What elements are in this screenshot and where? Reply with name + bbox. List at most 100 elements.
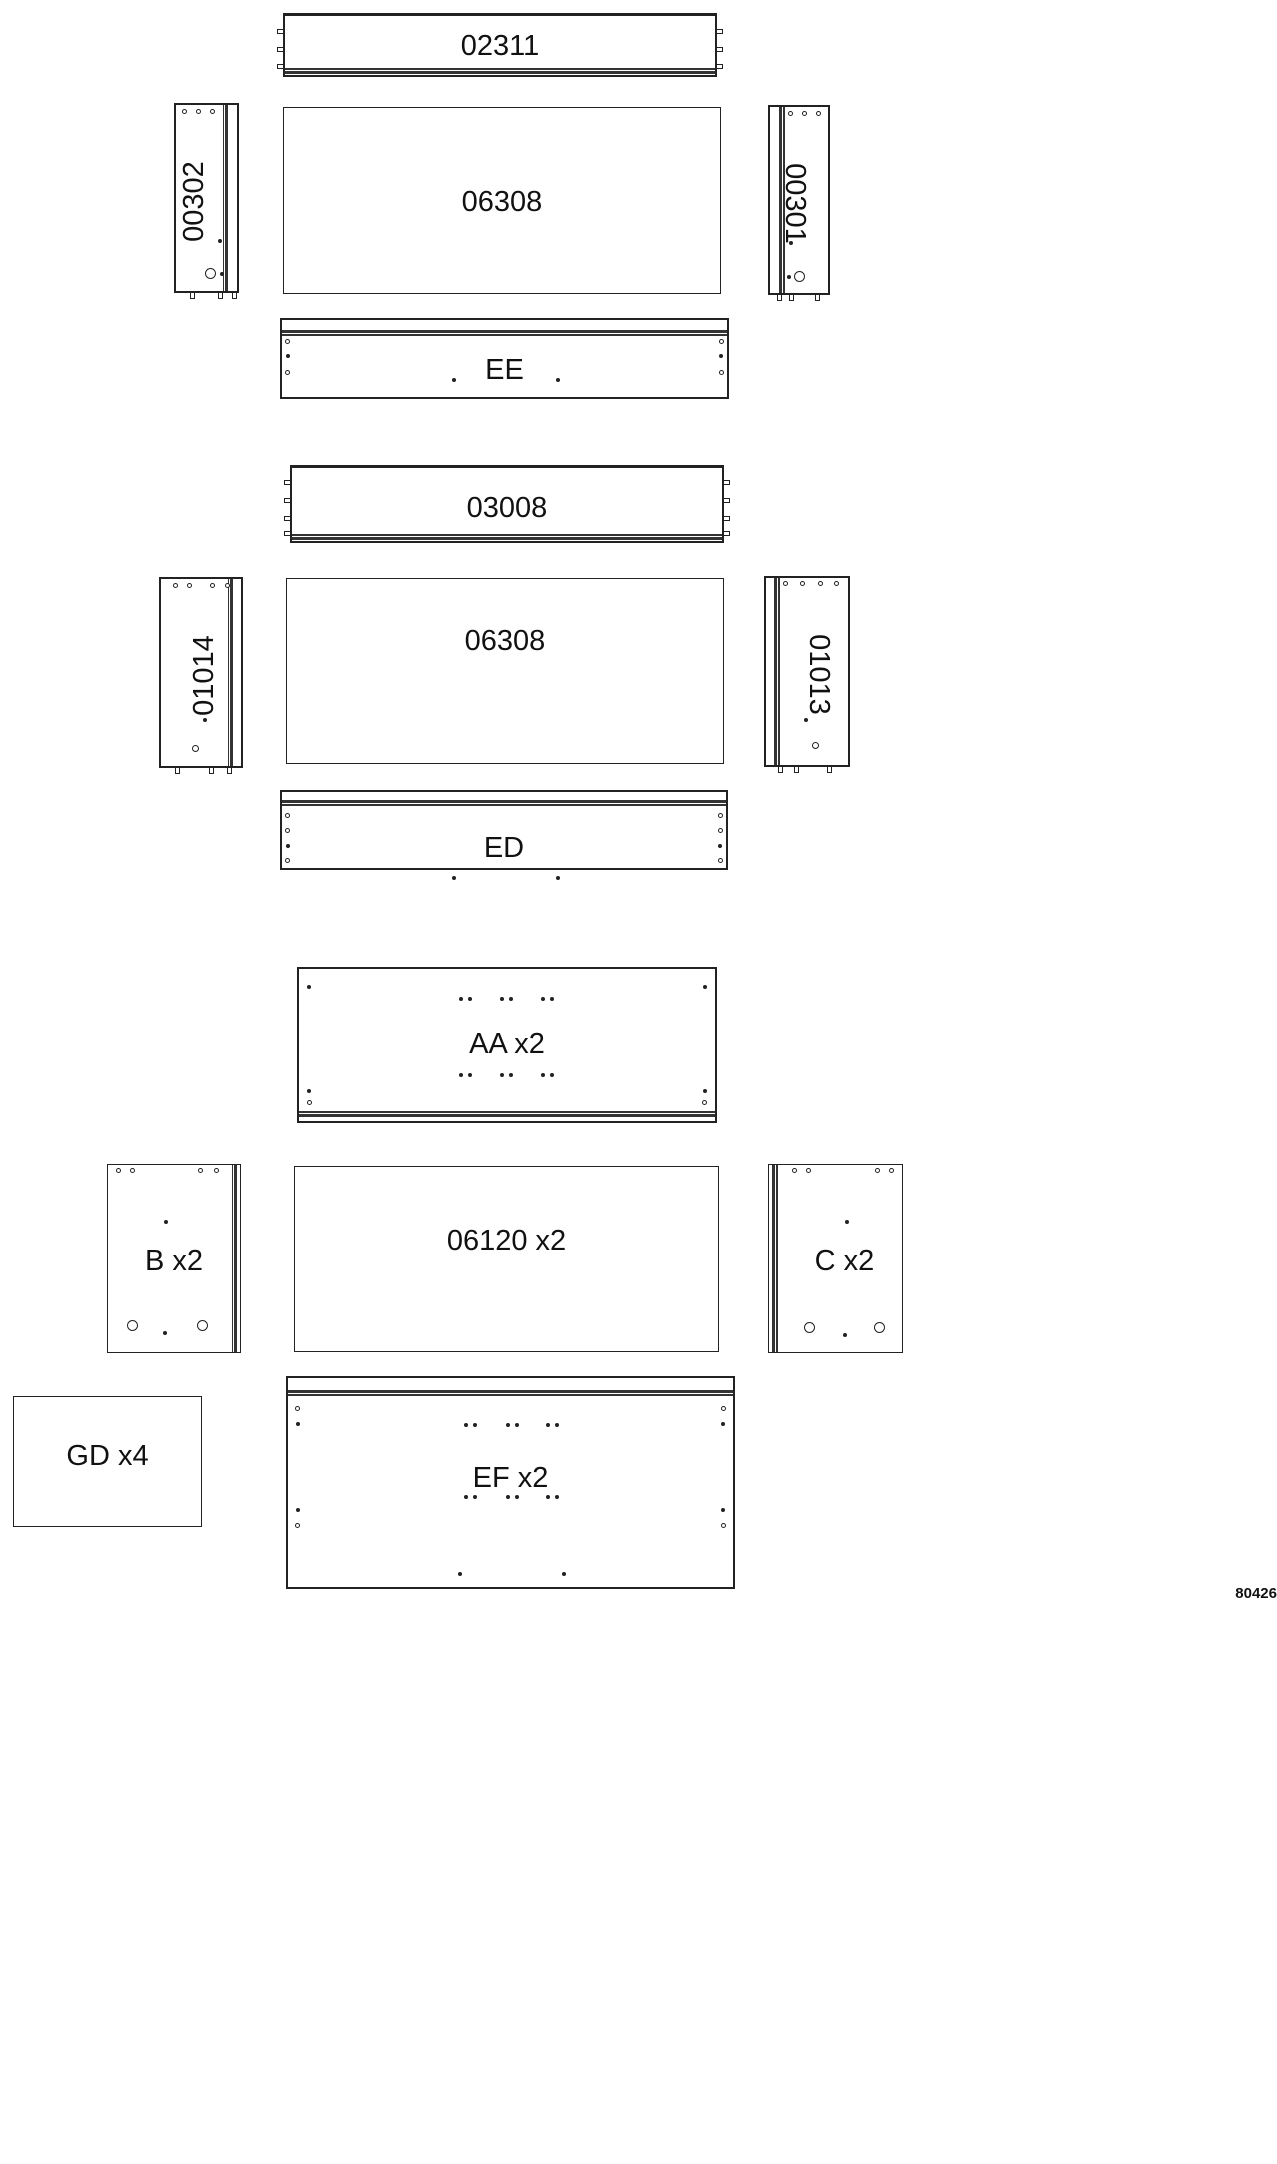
hole bbox=[210, 109, 215, 114]
tab bbox=[232, 292, 237, 299]
hole-dot bbox=[220, 272, 224, 276]
tab bbox=[277, 47, 284, 52]
tab bbox=[723, 480, 730, 485]
hole-dot bbox=[843, 1333, 847, 1337]
hole bbox=[173, 583, 178, 588]
tab bbox=[815, 294, 820, 301]
tab bbox=[227, 767, 232, 774]
hole-dot bbox=[719, 354, 723, 358]
part-label: 01014 bbox=[187, 635, 220, 716]
hole-dot bbox=[789, 241, 793, 245]
hole bbox=[214, 1168, 219, 1173]
hole-dot bbox=[509, 1073, 513, 1077]
hole-dot bbox=[468, 1073, 472, 1077]
part-label: B x2 bbox=[144, 1245, 204, 1277]
rail-line bbox=[234, 1165, 237, 1352]
large-hole bbox=[205, 268, 216, 279]
hole-dot bbox=[703, 985, 707, 989]
hole bbox=[889, 1168, 894, 1173]
large-hole bbox=[804, 1322, 815, 1333]
hole bbox=[806, 1168, 811, 1173]
part-EE: EE bbox=[280, 318, 729, 399]
hole-dot bbox=[203, 718, 207, 722]
hole bbox=[818, 581, 823, 586]
large-hole bbox=[794, 271, 805, 282]
tab bbox=[716, 47, 723, 52]
hole-dot bbox=[459, 1073, 463, 1077]
hole-dot bbox=[506, 1495, 510, 1499]
hole bbox=[307, 1100, 312, 1105]
hole-dot bbox=[452, 876, 456, 880]
tab bbox=[284, 531, 291, 536]
tab bbox=[277, 64, 284, 69]
hole-dot bbox=[286, 354, 290, 358]
hole-dot bbox=[464, 1495, 468, 1499]
hole-dot bbox=[296, 1508, 300, 1512]
rail-line bbox=[285, 71, 715, 74]
rail-line bbox=[231, 1165, 233, 1352]
part-label: 06120 x2 bbox=[446, 1225, 567, 1257]
hole-dot bbox=[307, 985, 311, 989]
hole-dot bbox=[718, 844, 722, 848]
rail-line bbox=[225, 105, 228, 291]
rail-line bbox=[774, 578, 777, 765]
tab bbox=[794, 766, 799, 773]
hole bbox=[196, 109, 201, 114]
hole-dot bbox=[473, 1423, 477, 1427]
large-hole bbox=[127, 1320, 138, 1331]
hole-dot bbox=[500, 1073, 504, 1077]
hole-dot bbox=[787, 275, 791, 279]
rail-line bbox=[282, 330, 727, 333]
part-01013: 01013 bbox=[764, 576, 850, 773]
tab bbox=[209, 767, 214, 774]
hole bbox=[783, 581, 788, 586]
part-06120: 06120 x2 bbox=[294, 1166, 719, 1352]
hole-dot bbox=[506, 1423, 510, 1427]
hole-dot bbox=[218, 239, 222, 243]
hole bbox=[285, 858, 290, 863]
hole-dot bbox=[500, 997, 504, 1001]
part-01014: 01014 bbox=[159, 577, 243, 774]
hole bbox=[718, 813, 723, 818]
tab bbox=[778, 766, 783, 773]
hole-dot bbox=[164, 1220, 168, 1224]
part-label: 06308 bbox=[461, 186, 543, 218]
part-06308-top: 06308 bbox=[283, 107, 721, 294]
hole-dot bbox=[562, 1572, 566, 1576]
rail-line bbox=[292, 534, 722, 536]
hole bbox=[802, 111, 807, 116]
hole bbox=[834, 581, 839, 586]
hole bbox=[295, 1406, 300, 1411]
tab bbox=[175, 767, 180, 774]
hole-dot bbox=[556, 378, 560, 382]
rail-line bbox=[285, 68, 715, 70]
hole-dot bbox=[541, 997, 545, 1001]
hole bbox=[816, 111, 821, 116]
part-00301: 00301 bbox=[768, 105, 830, 301]
rail-line bbox=[230, 579, 233, 766]
rail-line bbox=[227, 579, 229, 766]
hole-dot bbox=[721, 1508, 725, 1512]
tab bbox=[827, 766, 832, 773]
hole-dot bbox=[307, 1089, 311, 1093]
part-GD: GD x4 bbox=[13, 1396, 202, 1527]
rail-line bbox=[776, 1165, 778, 1352]
tab bbox=[218, 292, 223, 299]
hole-dot bbox=[296, 1422, 300, 1426]
hole bbox=[721, 1523, 726, 1528]
part-ED: ED bbox=[280, 790, 728, 880]
hole-dot bbox=[515, 1495, 519, 1499]
rail-line bbox=[282, 800, 726, 803]
hole bbox=[285, 813, 290, 818]
part-label: 00301 bbox=[778, 163, 811, 244]
part-label: 01013 bbox=[802, 634, 835, 715]
hole bbox=[130, 1168, 135, 1173]
hole bbox=[721, 1406, 726, 1411]
part-02311: 02311 bbox=[277, 13, 723, 77]
tab bbox=[777, 294, 782, 301]
rail-line bbox=[292, 537, 722, 540]
rail-line bbox=[778, 578, 780, 765]
hole-dot bbox=[555, 1495, 559, 1499]
hole bbox=[719, 370, 724, 375]
rail-line bbox=[288, 1390, 733, 1393]
